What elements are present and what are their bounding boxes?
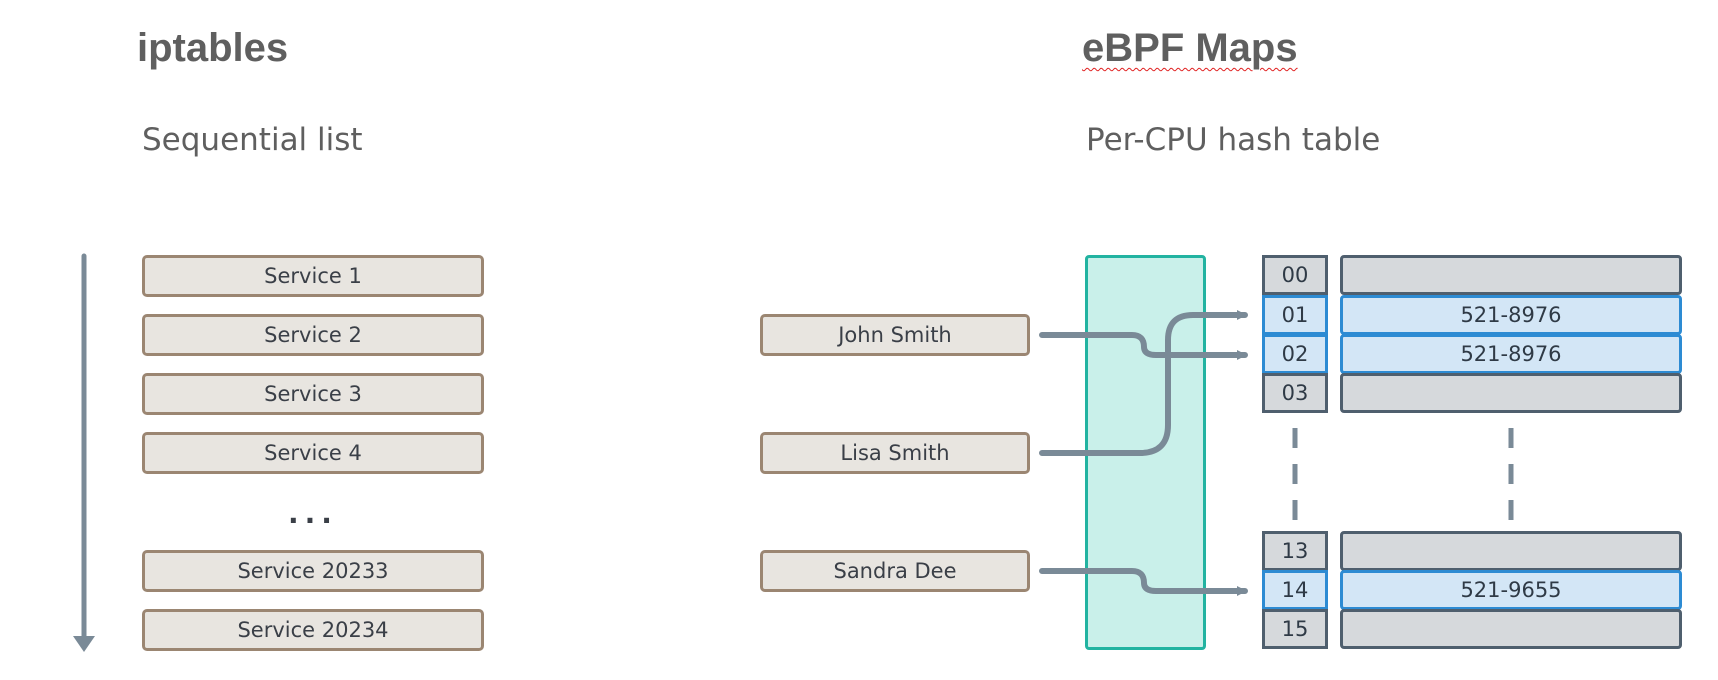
bucket-index: 02 — [1262, 334, 1328, 374]
connector-john-smith-to-02 — [1039, 332, 1248, 360]
bucket-value — [1340, 531, 1682, 571]
service-box: Service 20233 — [142, 550, 484, 592]
bucket-index: 03 — [1262, 373, 1328, 413]
iptables-title: iptables — [137, 26, 289, 70]
bucket-value: 521-8976 — [1340, 295, 1682, 335]
ellipsis: ... — [288, 497, 338, 530]
key-box-john-smith: John Smith — [760, 314, 1030, 356]
bucket-value — [1340, 255, 1682, 295]
ebpf-maps-title-text: eBPF Maps — [1082, 26, 1298, 70]
service-box: Service 3 — [142, 373, 484, 415]
service-box: Service 1 — [142, 255, 484, 297]
service-box: Service 4 — [142, 432, 484, 474]
bucket-index: 14 — [1262, 570, 1328, 610]
bucket-index: 00 — [1262, 255, 1328, 295]
bucket-index: 13 — [1262, 531, 1328, 571]
key-box-sandra-dee: Sandra Dee — [760, 550, 1030, 592]
ebpf-maps-title: eBPF Maps — [1082, 26, 1298, 71]
service-box: Service 20234 — [142, 609, 484, 651]
key-box-lisa-smith: Lisa Smith — [760, 432, 1030, 474]
bucket-index: 01 — [1262, 295, 1328, 335]
service-box: Service 2 — [142, 314, 484, 356]
bucket-value — [1340, 609, 1682, 649]
hash-table-subtitle: Per-CPU hash table — [1086, 122, 1381, 158]
connector-lisa-smith-to-01 — [1039, 310, 1248, 456]
connector-sandra-dee-to-14 — [1039, 568, 1248, 596]
bucket-value — [1340, 373, 1682, 413]
sequential-scan-arrow — [73, 253, 95, 652]
sequential-list-subtitle: Sequential list — [142, 122, 363, 158]
bucket-value: 521-9655 — [1340, 570, 1682, 610]
bucket-value: 521-8976 — [1340, 334, 1682, 374]
bucket-index: 15 — [1262, 609, 1328, 649]
